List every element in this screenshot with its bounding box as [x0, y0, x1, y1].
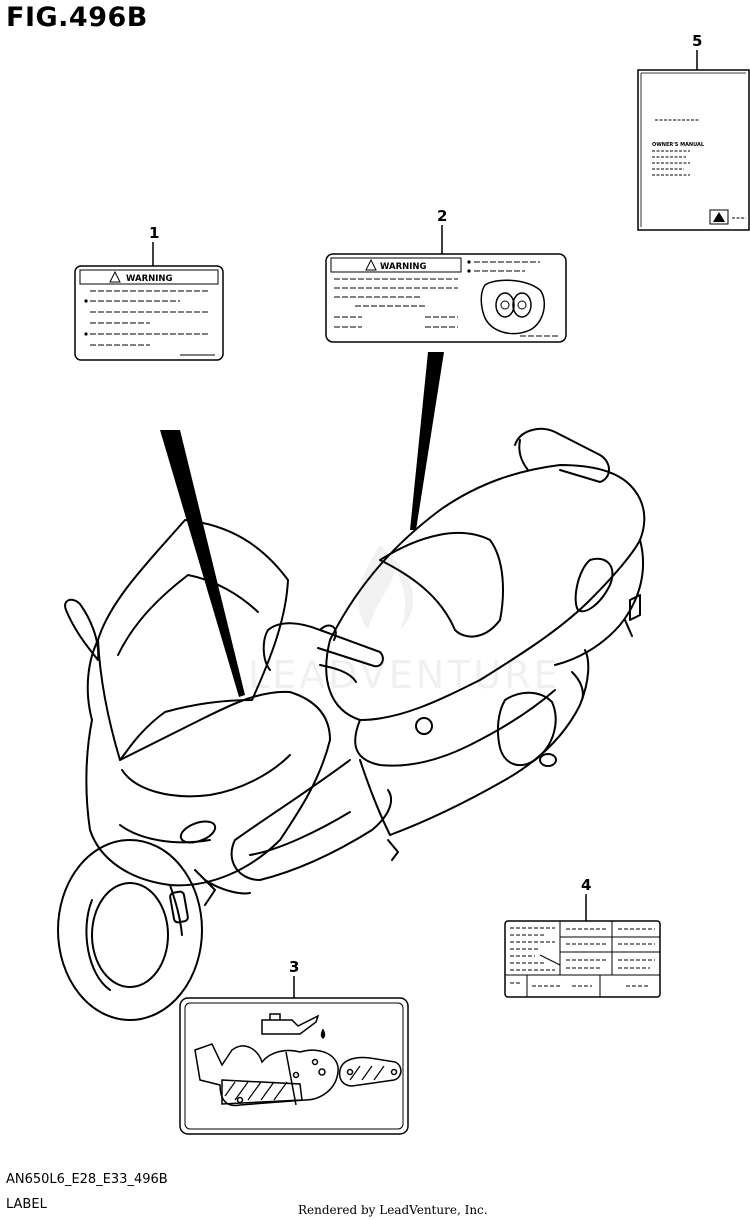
callout-5: 5 OWNER'S MANUAL [637, 32, 750, 231]
figure-title: FIG.496B [6, 2, 148, 33]
warning-label-1-text: WARNING [126, 274, 173, 284]
callout-number-5: 5 [692, 32, 702, 50]
callout-number-3: 3 [289, 958, 299, 976]
callout-2: 2 [325, 207, 567, 343]
warning-label-1 [74, 265, 224, 361]
leader-pointers [160, 352, 444, 697]
callout-1: 1 WARNING [74, 224, 224, 361]
callout-number-4: 4 [581, 876, 591, 894]
oil-label [179, 997, 409, 1135]
rendered-by-credit: Rendered by LeadVenture, Inc. [298, 1203, 488, 1217]
pointer-1 [160, 430, 245, 697]
owners-manual-text: OWNER'S MANUAL [652, 142, 705, 148]
warning-label-2 [325, 253, 567, 343]
watermark-text: LEADVENTURE [248, 653, 561, 697]
warning-label-2-text: WARNING [380, 262, 427, 272]
figure-code: AN650L6_E28_E33_496B [6, 1172, 168, 1187]
owners-manual [637, 69, 750, 231]
watermark: LEADVENTURE [248, 545, 561, 697]
scooter-illustration [57, 427, 646, 1021]
callout-4: 4 [504, 876, 661, 998]
callout-3: 3 [179, 958, 409, 1135]
callout-number-1: 1 [149, 224, 159, 242]
figure-subtitle: LABEL [6, 1197, 47, 1212]
spec-label [504, 920, 661, 998]
oil-level-hatch [224, 1065, 385, 1101]
callout-number-2: 2 [437, 207, 447, 225]
pointer-2 [410, 352, 444, 530]
